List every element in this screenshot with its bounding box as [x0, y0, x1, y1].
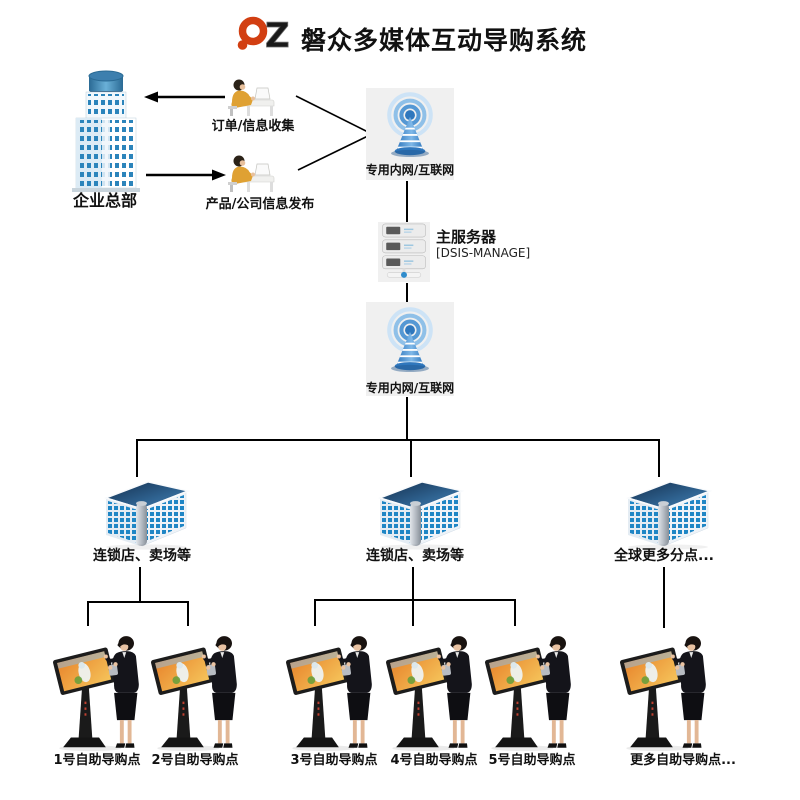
wireless-tower-upper-icon: [372, 88, 448, 162]
kiosk-terminal-icon: [381, 624, 486, 755]
kiosk-terminal-icon: [48, 624, 153, 755]
kiosk-2-label: 2号自助导购点: [151, 753, 239, 768]
kiosk-terminal-icon: [480, 624, 585, 755]
server-label: 主服务器: [436, 228, 497, 246]
product-publish-label: 产品/公司信息发布: [205, 197, 315, 212]
page-title: 磐众多媒体互动导购系统: [301, 26, 588, 55]
headquarters-building-icon: [66, 64, 146, 194]
order-collect-label: 订单/信息收集: [211, 119, 295, 134]
pz-logo-icon: Z: [237, 16, 290, 53]
server-stack-icon: [379, 223, 429, 281]
store-building-icon: [370, 476, 466, 550]
headquarters-label: 企业总部: [72, 191, 137, 210]
branch-1-label: 连锁店、卖场等: [93, 548, 191, 564]
kiosk-terminal-icon: [615, 624, 720, 755]
wireless-tower-lower-icon: [372, 303, 448, 377]
arrow-to-headquarters: [144, 91, 225, 103]
kiosk-4-label: 4号自助导购点: [390, 753, 478, 768]
server-code-label: [DSIS-MANAGE]: [436, 246, 531, 260]
svg-text:Z: Z: [265, 16, 290, 53]
arrow-to-publish: [146, 169, 226, 181]
product-publish-person-icon: [226, 152, 276, 194]
store-building-icon: [618, 476, 714, 550]
store-building-icon: [96, 476, 192, 550]
order-collect-person-icon: [226, 76, 276, 118]
kiosk-more-label: 更多自助导购点...: [630, 753, 736, 768]
network-lower-label: 专用内网/互联网: [365, 381, 455, 395]
kiosk-3-label: 3号自助导购点: [290, 753, 378, 768]
kiosk-terminal-icon: [146, 624, 251, 755]
branch-2-label: 连锁店、卖场等: [366, 548, 464, 564]
kiosk-5-label: 5号自助导购点: [488, 753, 576, 768]
network-upper-label: 专用内网/互联网: [365, 163, 455, 177]
kiosk-1-label: 1号自助导购点: [53, 753, 141, 768]
kiosk-terminal-icon: [281, 624, 386, 755]
branch-3-label: 全球更多分点...: [614, 548, 714, 564]
